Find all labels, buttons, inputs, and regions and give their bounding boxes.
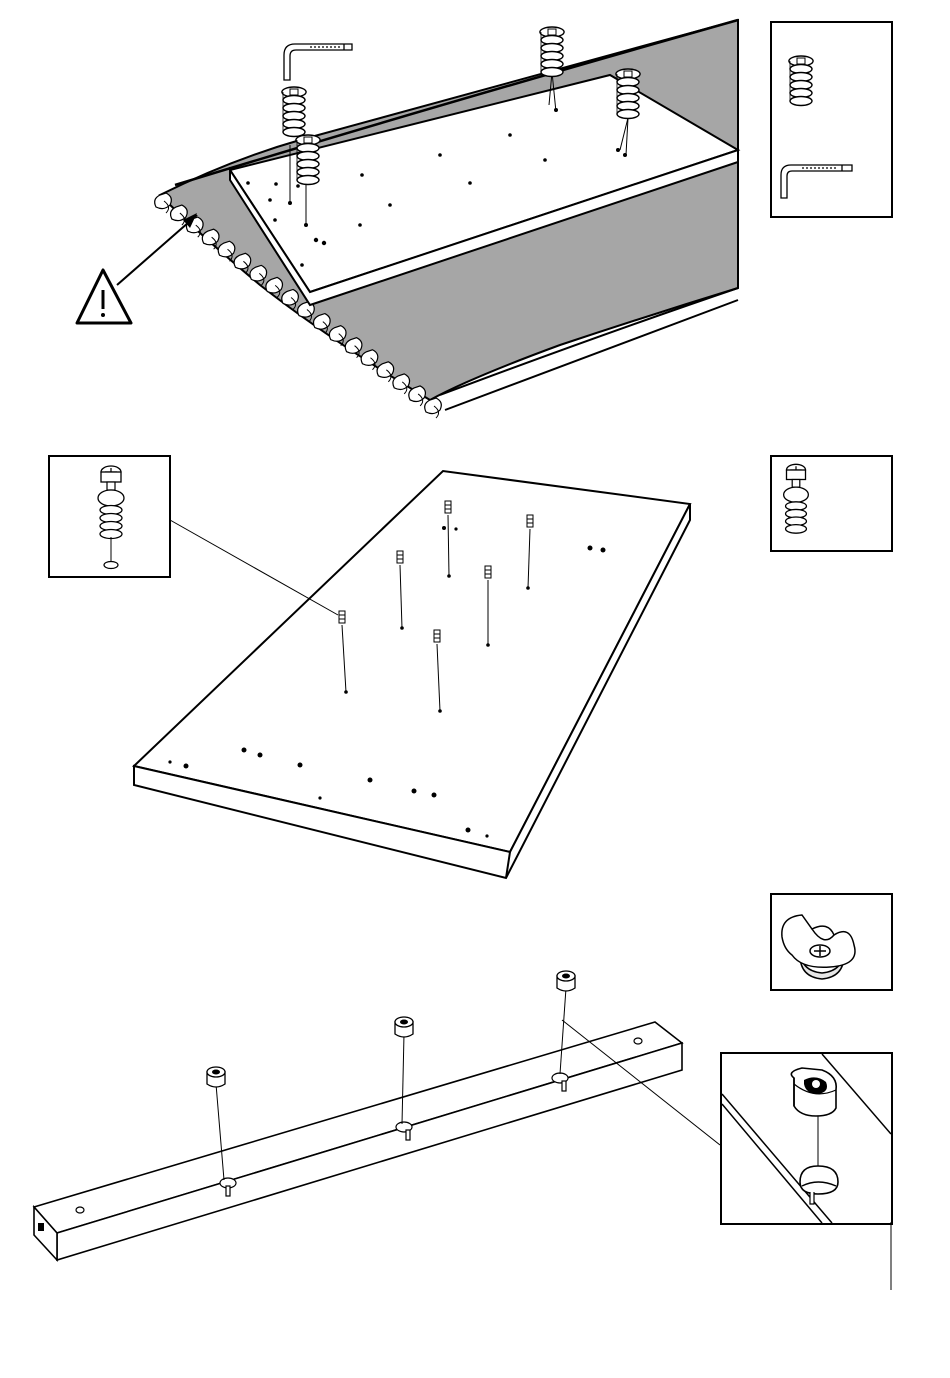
allen-key-icon <box>284 44 352 80</box>
cam-lock-icon <box>395 1017 413 1037</box>
cam-bolt-icon <box>397 551 403 563</box>
cam-bolt-icon <box>784 464 809 533</box>
cam-bolt-icon <box>485 566 491 578</box>
cam-lock-icon <box>557 971 575 991</box>
rail-top <box>34 1022 682 1233</box>
callout-leader <box>170 520 338 615</box>
cam-bolt-icon <box>527 515 533 527</box>
threaded-insert-icon <box>282 87 306 137</box>
step-2-parts-box <box>770 455 893 552</box>
cam-bolt-icon <box>434 630 440 642</box>
threaded-insert-icon <box>789 56 813 106</box>
detail-extension-line <box>889 1222 893 1292</box>
cam-bolt-icon <box>98 466 124 539</box>
cam-bolt-icon <box>445 501 451 513</box>
rail-hole-detail <box>800 1166 838 1204</box>
cam-lock-icon <box>207 1067 225 1087</box>
step-1-parts-box <box>770 21 893 218</box>
threaded-insert-icon <box>789 56 813 106</box>
step-3-detail-box <box>720 1052 893 1225</box>
allen-key-icon <box>781 165 852 198</box>
threaded-insert-icon <box>540 27 564 77</box>
step-2-detail-box <box>48 455 171 578</box>
cam-bolt-with-insert-icon <box>98 466 124 539</box>
cam-bolt-icon <box>339 611 345 623</box>
rail-front <box>57 1043 682 1260</box>
cam-lock-icon <box>791 1068 836 1116</box>
warning-pointer-line <box>117 215 197 285</box>
rail-end-hole <box>38 1223 44 1231</box>
warning-triangle-icon <box>77 270 131 323</box>
cam-bolt-with-insert-icon <box>784 464 809 533</box>
